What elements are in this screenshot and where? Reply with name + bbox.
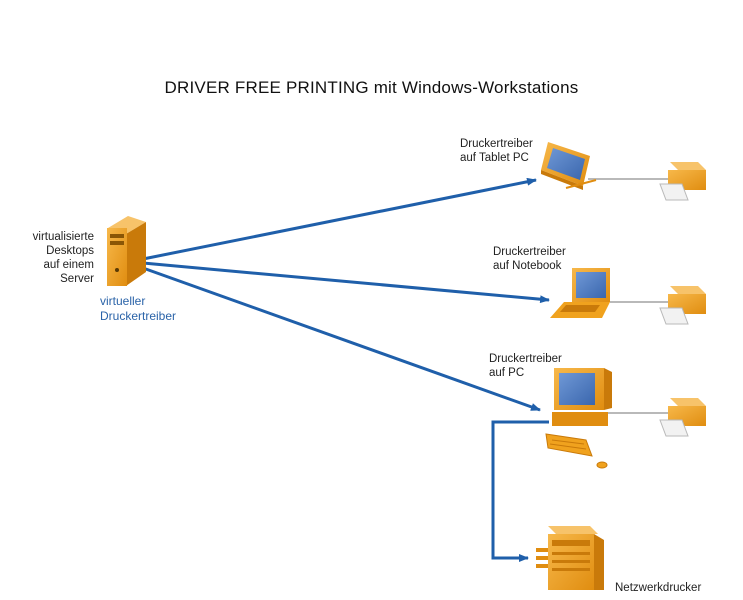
diagram-title: DRIVER FREE PRINTING mit Windows-Worksta…: [164, 78, 579, 97]
server-label-line-1: virtualisierte: [32, 231, 94, 243]
virtual-driver-line-1: virtueller: [100, 294, 146, 308]
pc-label-line-2: auf PC: [489, 367, 525, 379]
tablet-pc-icon: [541, 142, 597, 190]
network-printer-label: Netzwerkdrucker: [615, 582, 702, 594]
tablet-label: Druckertreiber auf Tablet PC: [460, 137, 533, 165]
server-label-line-3: auf einem Server: [43, 259, 94, 285]
arrow-to-pc: [142, 266, 541, 412]
arrow-to-notebook: [142, 261, 550, 304]
notebook-label: Druckertreiber auf Notebook: [493, 245, 566, 273]
server-label: virtualisierte Desktops auf einem Server: [10, 230, 94, 286]
notebook-label-line-2: auf Notebook: [493, 260, 562, 272]
desktop-pc-icon: [545, 368, 612, 469]
tablet-label-line-1: Druckertreiber: [460, 138, 533, 150]
pc-label-line-1: Druckertreiber: [489, 353, 562, 365]
notebook-label-line-1: Druckertreiber: [493, 246, 566, 258]
pc-printer-icon: [659, 398, 706, 437]
notebook-icon: [550, 268, 610, 318]
notebook-printer-icon: [659, 286, 706, 325]
tablet-label-line-2: auf Tablet PC: [460, 152, 529, 164]
virtual-driver-line-2: Druckertreiber: [100, 309, 177, 323]
arrow-to-network-printer: [491, 420, 549, 562]
server-label-line-2: Desktops: [46, 245, 94, 257]
network-printer-icon: [536, 526, 604, 590]
arrow-to-tablet: [142, 177, 537, 261]
server-tower-icon: [107, 216, 146, 286]
pc-label: Druckertreiber auf PC: [489, 352, 562, 380]
tablet-printer-icon: [659, 162, 706, 201]
virtual-driver-label: virtueller Druckertreiber: [100, 294, 176, 324]
